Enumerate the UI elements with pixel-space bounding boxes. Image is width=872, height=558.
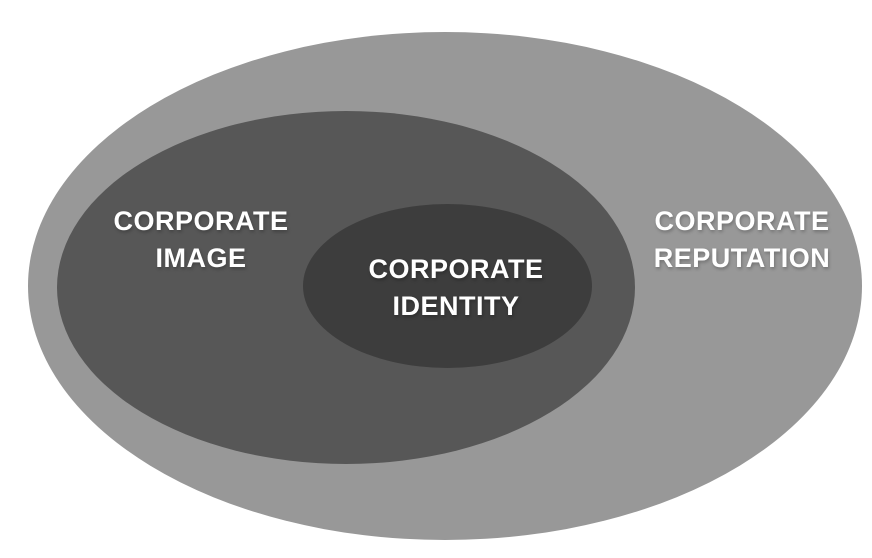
label-corporate-identity-line1: CORPORATE (368, 254, 544, 284)
label-corporate-image-line1: CORPORATE (113, 206, 289, 236)
label-corporate-identity: CORPORATE IDENTITY (368, 251, 543, 325)
label-corporate-reputation: CORPORATE REPUTATION (654, 203, 831, 277)
ellipse-corporate-identity (303, 204, 592, 368)
label-corporate-identity-line2: IDENTITY (392, 291, 520, 321)
label-corporate-reputation-line2: REPUTATION (653, 243, 831, 273)
label-corporate-image-line2: IMAGE (155, 243, 247, 273)
label-corporate-image: CORPORATE IMAGE (113, 203, 288, 277)
label-corporate-reputation-line1: CORPORATE (654, 206, 830, 236)
